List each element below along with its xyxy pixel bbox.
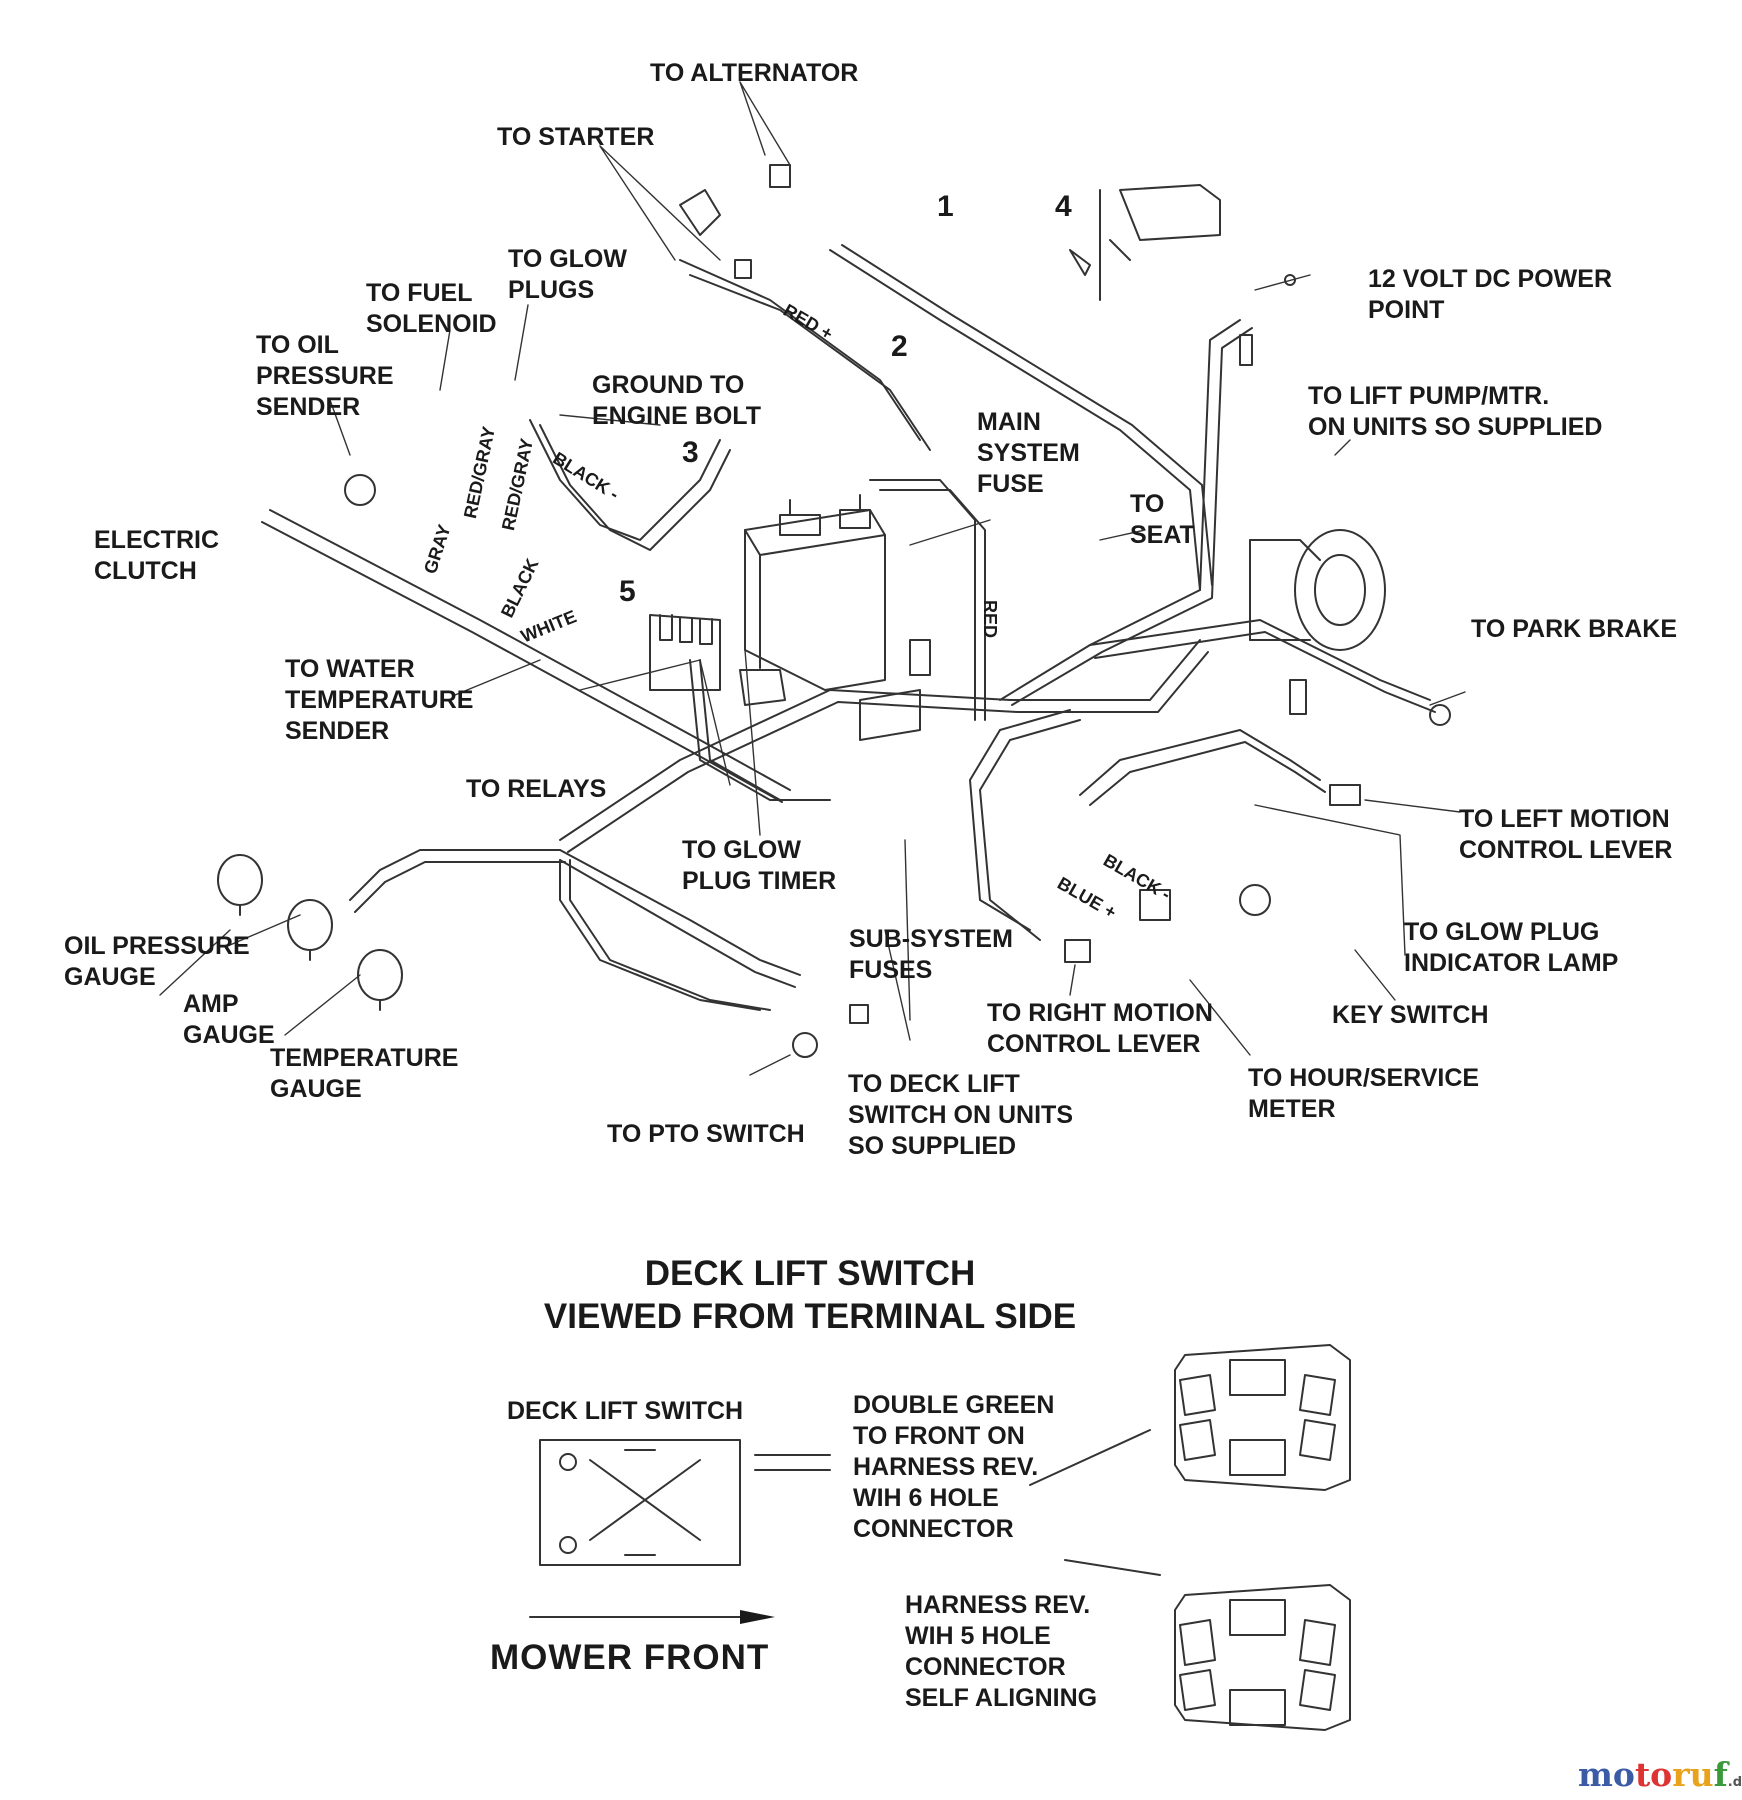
label-to-hour-service-meter: TO HOUR/SERVICE METER [1248, 1064, 1480, 1123]
label-to-lift-pump: TO LIFT PUMP/MTR. ON UNITS SO SUPPLIED [1308, 382, 1603, 441]
lift-pump-motor [1249, 529, 1386, 651]
fuse-block [859, 639, 931, 741]
deck-lift-switch-diagram [539, 1429, 1161, 1576]
arrow-head-icon [740, 1610, 775, 1624]
label-to-fuel-solenoid: TO FUEL SOLENOID [366, 279, 497, 338]
label-to-starter: TO STARTER [497, 123, 655, 151]
connectors [344, 164, 1451, 1058]
callout-5: 5 [619, 575, 636, 608]
callout-2: 2 [891, 330, 908, 363]
label-to-seat: TO SEAT [1130, 490, 1195, 549]
label-to-relays: TO RELAYS [466, 775, 607, 803]
label-deck-lift-switch: DECK LIFT SWITCH [507, 1397, 744, 1425]
label-amp-gauge: AMP GAUGE [183, 990, 275, 1049]
label-sub-system-fuses: SUB-SYSTEM FUSES [849, 925, 1013, 984]
main-harness [261, 244, 1436, 1011]
label-12-volt-dc-power-point: 12 VOLT DC POWER POINT [1368, 265, 1613, 324]
label-to-pto-switch: TO PTO SWITCH [607, 1120, 805, 1148]
label-oil-pressure-gauge: OIL PRESSURE GAUGE [64, 932, 250, 991]
mower-front-label: MOWER FRONT [490, 1638, 770, 1677]
label-harness-rev-5: HARNESS REV. WIH 5 HOLE CONNECTOR SELF A… [905, 1591, 1098, 1712]
label-to-water-temperature-sender: TO WATER TEMPERATURE SENDER [285, 655, 474, 745]
gauges [217, 854, 403, 1011]
label-to-glow-plug-timer: TO GLOW PLUG TIMER [682, 836, 837, 895]
label-to-glow-plugs: TO GLOW PLUGS [508, 245, 627, 304]
label-to-right-motion-control-lever: TO RIGHT MOTION CONTROL LEVER [987, 999, 1213, 1058]
wire-label-red: RED [980, 600, 1000, 639]
six-hole-connector [1174, 1344, 1351, 1491]
label-to-left-motion-control-lever: TO LEFT MOTION CONTROL LEVER [1459, 805, 1673, 864]
label-to-oil-pressure-sender: TO OIL PRESSURE SENDER [256, 331, 394, 421]
leader-lines [159, 81, 1466, 1076]
label-to-alternator: TO ALTERNATOR [650, 59, 859, 87]
label-double-green: DOUBLE GREEN TO FRONT ON HARNESS REV. WI… [853, 1391, 1055, 1543]
callout-3: 3 [682, 436, 699, 469]
label-to-glow-plug-indicator-lamp: TO GLOW PLUG INDICATOR LAMP [1404, 918, 1619, 977]
section-title: DECK LIFT SWITCH VIEWED FROM TERMINAL SI… [543, 1254, 1077, 1336]
label-temperature-gauge: TEMPERATURE GAUGE [270, 1044, 459, 1103]
label-ground-to-engine-bolt: GROUND TO ENGINE BOLT [592, 371, 761, 430]
label-to-park-brake: TO PARK BRAKE [1471, 615, 1678, 643]
label-main-system-fuse: MAIN SYSTEM FUSE [977, 408, 1080, 498]
battery [744, 494, 886, 691]
relay-block [649, 614, 786, 706]
label-key-switch: KEY SWITCH [1332, 1001, 1489, 1029]
watermark-logo: motoruf.de [1578, 1755, 1742, 1794]
label-to-deck-lift-switch: TO DECK LIFT SWITCH ON UNITS SO SUPPLIED [848, 1070, 1073, 1160]
callout-1: 1 [937, 190, 954, 223]
callout-4: 4 [1055, 190, 1072, 223]
label-electric-clutch: ELECTRIC CLUTCH [94, 526, 219, 585]
five-hole-connector [1174, 1584, 1351, 1731]
